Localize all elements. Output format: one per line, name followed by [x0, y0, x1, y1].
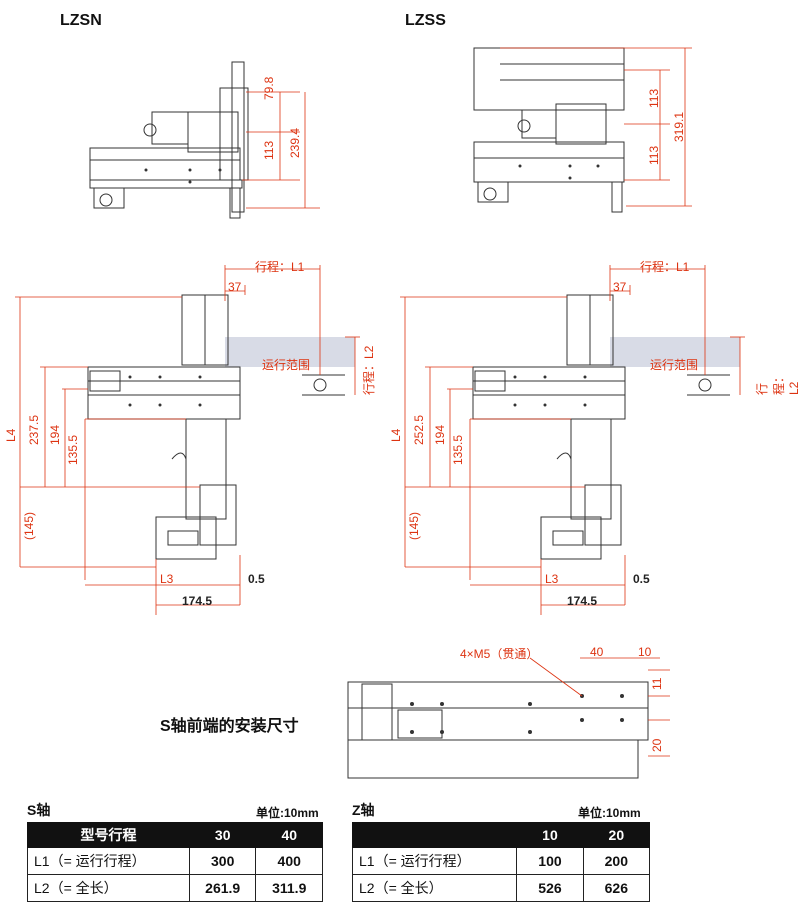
mid-right-dim-37: 37: [613, 280, 627, 294]
table-s-row1-v2: 400: [255, 847, 323, 875]
lzsn-side-drawing: [89, 61, 320, 219]
front-dim-40: 40: [590, 645, 604, 659]
table-s-row2-v1: 261.9: [188, 874, 257, 902]
table-s-header-30: 30: [188, 822, 257, 848]
mid-right-drawing: [400, 265, 745, 615]
front-mount-label: S轴前端的安装尺寸: [160, 718, 299, 735]
table-z-title: Z轴: [352, 802, 375, 818]
mid-left-l4: L4: [4, 428, 18, 442]
table-s-unit: 单位:10mm: [256, 806, 319, 820]
table-s-header-40: 40: [255, 822, 323, 848]
table-z-row2-label: L2（= 全长）: [351, 874, 518, 902]
mid-left-h1: 237.5: [27, 414, 41, 445]
mid-right-d05: 0.5: [633, 572, 650, 586]
mid-right-h1: 252.5: [412, 414, 426, 445]
table-z-header-blank: [351, 822, 518, 848]
mid-right-stroke-l2: 行程：L2: [755, 370, 801, 395]
lzss-side-drawing: [473, 47, 692, 213]
lzss-title: LZSS: [405, 12, 446, 29]
lzsn-dim-79: 79.8: [262, 76, 276, 100]
table-z-row2-v1: 526: [516, 874, 584, 902]
table-row: L2（= 全长） 261.9 311.9: [27, 874, 323, 902]
table-s-header-model: 型号行程: [27, 822, 190, 848]
table-s-row2-v2: 311.9: [255, 874, 323, 902]
lzsn-dim-239: 239.4: [288, 127, 302, 158]
mid-left-dim-37: 37: [228, 280, 242, 294]
table-row: L2（= 全长） 526 626: [351, 874, 651, 902]
mid-right-h2: 194: [433, 424, 447, 445]
mid-left-stroke-l2: 行程：L2: [362, 345, 376, 395]
mid-left-drawing: [15, 265, 360, 615]
table-s-title: S轴: [27, 802, 51, 818]
table-z-row1-v1: 100: [516, 847, 584, 875]
table-z-header-row: 10 20: [351, 822, 651, 848]
table-z-row1-v2: 200: [582, 847, 651, 875]
front-mount-drawing: [347, 657, 670, 779]
table-row: L1（= 运行行程） 100 200: [351, 847, 651, 875]
mid-right-l4: L4: [389, 428, 403, 442]
lzss-dim-319: 319.1: [672, 111, 686, 142]
table-s-row1-label: L1（= 运行行程）: [27, 847, 190, 875]
mid-right-h4: (145): [407, 511, 421, 540]
table-z-header-10: 10: [516, 822, 584, 848]
table-z-header-20: 20: [582, 822, 651, 848]
table-z-unit: 单位:10mm: [578, 806, 641, 820]
mid-left-h2: 194: [48, 424, 62, 445]
front-hole-label: 4×M5（贯通）: [460, 647, 539, 661]
table-z-row2-v2: 626: [582, 874, 651, 902]
mid-left-stroke-l1: 行程：L1: [255, 260, 305, 274]
table-s: 型号行程 30 40 L1（= 运行行程） 300 400 L2（= 全长） 2…: [27, 822, 323, 902]
front-dim-10: 10: [638, 645, 652, 659]
table-s-row1-v1: 300: [188, 847, 257, 875]
lzss-dim-113a: 113: [647, 88, 661, 108]
lzsn-title: LZSN: [60, 12, 102, 29]
table-row: L1（= 运行行程） 300 400: [27, 847, 323, 875]
lzss-dim-113b: 113: [647, 145, 661, 165]
mid-left-range-label: 运行范围: [262, 358, 311, 372]
mid-left-h4: (145): [22, 511, 36, 540]
mid-right-h3: 135.5: [451, 434, 465, 465]
mid-right-range-label: 运行范围: [650, 358, 699, 372]
mid-right-width: 174.5: [567, 594, 598, 608]
mid-right-l3: L3: [545, 572, 559, 586]
table-z-row1-label: L1（= 运行行程）: [351, 847, 518, 875]
table-z: 10 20 L1（= 运行行程） 100 200 L2（= 全长） 526 62…: [351, 822, 651, 902]
front-dim-11: 11: [650, 677, 664, 690]
mid-left-width: 174.5: [182, 594, 213, 608]
front-dim-20: 20: [650, 738, 664, 752]
lzsn-dim-113: 113: [262, 140, 276, 160]
table-s-row2-label: L2（= 全长）: [27, 874, 190, 902]
mid-left-l3: L3: [160, 572, 174, 586]
table-s-header-row: 型号行程 30 40: [27, 822, 323, 848]
mid-left-h3: 135.5: [66, 434, 80, 465]
mid-right-stroke-l1: 行程：L1: [640, 260, 690, 274]
mid-left-d05: 0.5: [248, 572, 265, 586]
